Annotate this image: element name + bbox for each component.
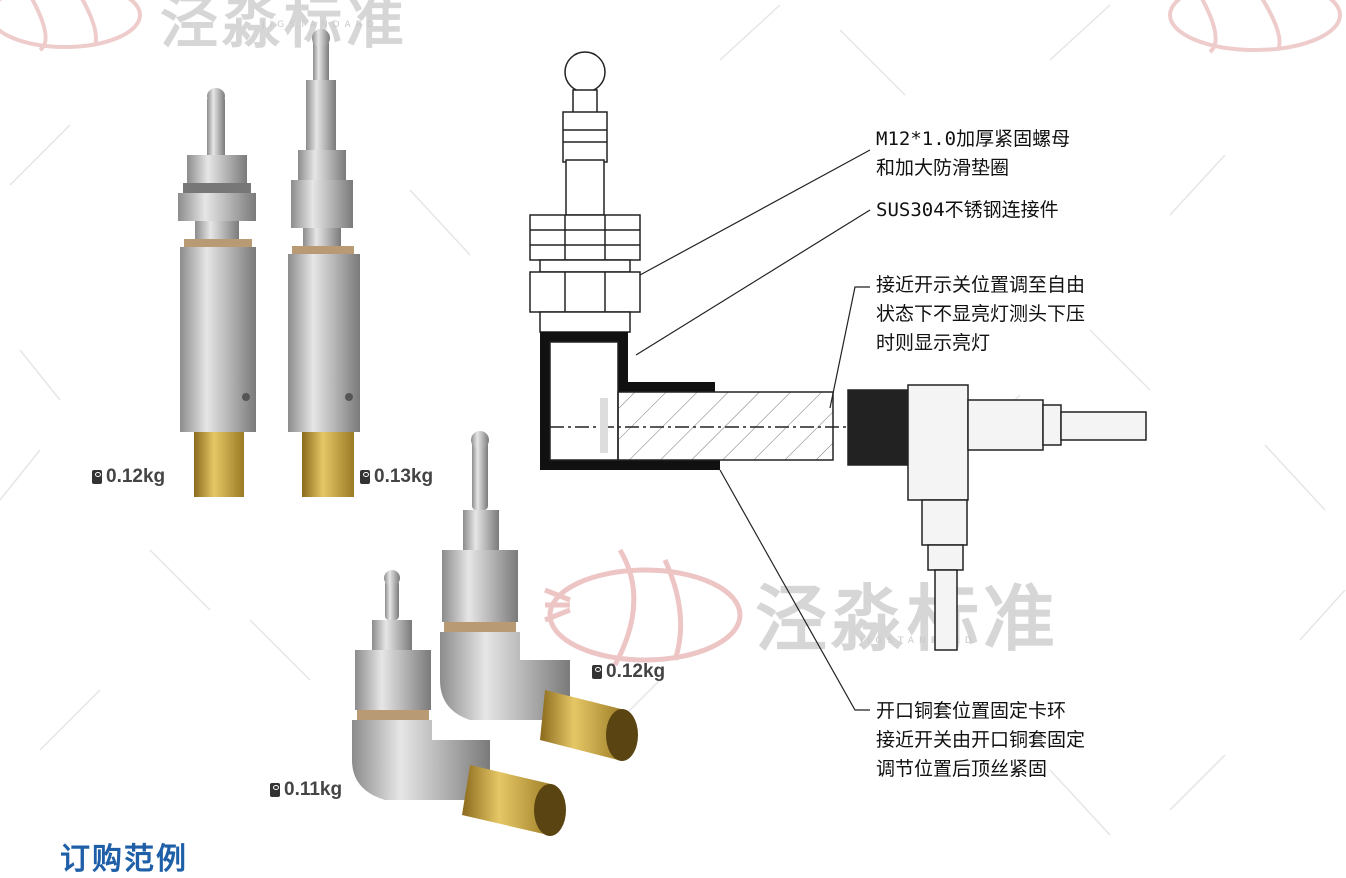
watermark-brand-top: 泾淼标准 [160, 0, 409, 56]
watermark-brand-center: 泾淼标准 [755, 576, 1060, 661]
callout-ring-line-1: 开口铜套位置固定卡环 [876, 700, 1067, 722]
callout-ring: 开口铜套位置固定卡环 接近开关由开口铜套固定 调节位置后顶丝紧固 [876, 697, 1085, 784]
weight-label-straight-long: 0.13kg [360, 466, 433, 488]
weight-value: 0.12kg [606, 661, 666, 682]
watermark-logo-center [544, 548, 743, 667]
weight-label-angled-short: 0.11kg [270, 779, 342, 801]
weight-icon [270, 783, 280, 797]
watermark-sub-center: JIGSTANDARD [860, 636, 977, 646]
callout-ring-line-2: 接近开关由开口铜套固定 [876, 729, 1086, 751]
watermark-logo-topleft [0, 0, 142, 52]
callout-nut: M12*1.0加厚紧固螺母 和加大防滑垫圈 [876, 125, 1070, 183]
weight-icon [92, 470, 102, 484]
section-title-order-example: 订购范例 [60, 843, 188, 876]
callout-switch-line-3: 时则显示亮灯 [876, 332, 991, 354]
watermark-sub-top: JIGSTANDARD [262, 20, 379, 30]
probe-straight-long [288, 29, 360, 497]
callout-nut-line-1: M12*1.0加厚紧固螺母 [876, 128, 1071, 150]
weight-value: 0.11kg [284, 779, 343, 800]
weight-label-angled-long: 0.12kg [592, 661, 665, 683]
weight-value: 0.13kg [374, 466, 434, 487]
probe-angled-short [352, 570, 566, 836]
callout-ring-line-3: 调节位置后顶丝紧固 [876, 758, 1048, 780]
callout-switch-line-2: 状态下不显亮灯测头下压 [876, 303, 1086, 325]
weight-icon [592, 665, 602, 679]
callout-nut-line-2: 和加大防滑垫圈 [876, 157, 1010, 179]
weight-value: 0.12kg [106, 466, 166, 487]
probe-angled-long [440, 431, 638, 761]
callout-connector-line: SUS304不锈钢连接件 [876, 199, 1059, 221]
callout-switch: 接近开示关位置调至自由 状态下不显亮灯测头下压 时则显示亮灯 [876, 271, 1085, 358]
callout-connector: SUS304不锈钢连接件 [876, 196, 1059, 225]
watermark-logo-topright [1168, 0, 1342, 54]
probe-straight-short [178, 88, 256, 497]
weight-label-straight-short: 0.12kg [92, 466, 165, 488]
weight-icon [360, 470, 370, 484]
callout-switch-line-1: 接近开示关位置调至自由 [876, 274, 1086, 296]
